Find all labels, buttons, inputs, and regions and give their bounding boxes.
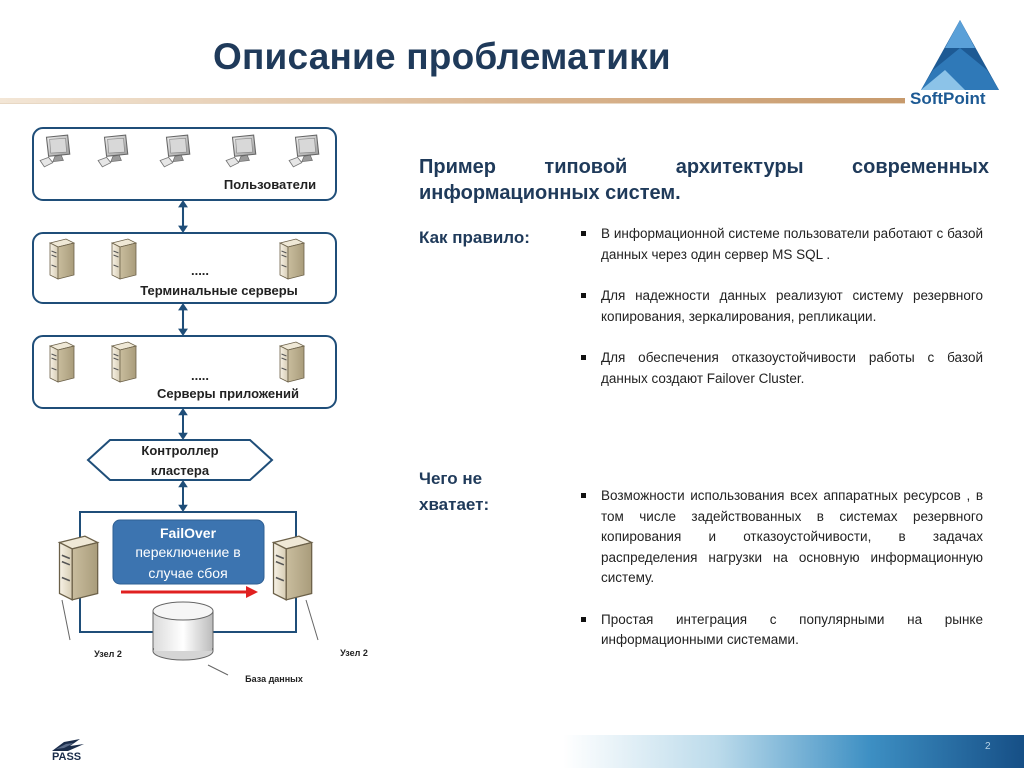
what-is-missing-list: Возможности использования всех аппаратны… [579,486,983,672]
server-icon [279,341,305,383]
list-item: Для обеспечения отказоустойчивости работ… [579,348,983,389]
server-icon [279,238,305,280]
section-heading-line1: Пример типовой архитектуры современных [419,156,989,178]
brand-logo-text: SoftPoint [910,89,986,108]
failover-text-line2: переключение в [135,544,240,560]
users-box: Пользователи [32,127,337,201]
as-a-rule-list: В информационной системе пользователи ра… [579,224,983,410]
red-arrow-icon [121,586,258,598]
server-icon [111,341,137,383]
app-servers-label: Серверы приложений [157,386,299,401]
app-servers-box: ..... Серверы приложений [32,335,337,409]
node-server-icon [58,535,99,601]
database-label: База данных [245,674,303,684]
pass-logo-icon [52,739,84,751]
architecture-diagram: Пользователи ..... Терминальные серверы … [32,127,368,684]
node-server-icon [272,535,313,601]
cluster-controller: Контроллер кластера [86,439,274,481]
server-icon [49,238,75,280]
node-label-right: Узел 2 [340,648,368,658]
failover-title: FailOver [160,525,217,541]
title-underline [0,98,905,104]
triangle-logo-icon [921,20,999,90]
double-arrow-icon [177,480,189,512]
terminal-servers-box: ..... Терминальные серверы [32,232,337,304]
database-icon [152,601,214,661]
users-label: Пользователи [224,177,316,192]
list-item: Простая интеграция с популярными на рынк… [579,610,983,651]
controller-label-line1: Контроллер [141,443,218,458]
as-a-rule-label: Как правило: [419,228,530,247]
page-number: 2 [985,741,991,752]
double-arrow-icon [177,408,189,440]
ellipsis-dots: ..... [191,263,209,278]
section-heading-line2: информационных систем. [419,182,681,204]
list-item: Для надежности данных реализуют систему … [579,286,983,327]
failover-text-line3: случае сбоя [148,565,227,581]
page-title: Описание проблематики [213,36,671,77]
server-icon [49,341,75,383]
what-is-missing-label: Чего не хватает: [419,469,490,514]
node-label-left: Узел 2 [94,649,122,659]
pass-logo-text: PASS [52,751,82,763]
ellipsis-dots: ..... [191,368,209,383]
controller-label-line2: кластера [151,463,210,478]
double-arrow-icon [177,200,189,233]
double-arrow-icon [177,303,189,336]
terminal-servers-label: Терминальные серверы [140,283,298,298]
server-icon [111,238,137,280]
failover-callout [112,519,265,585]
list-item: В информационной системе пользователи ра… [579,224,983,265]
list-item: Возможности использования всех аппаратны… [579,486,983,589]
footer-band [0,735,1024,768]
